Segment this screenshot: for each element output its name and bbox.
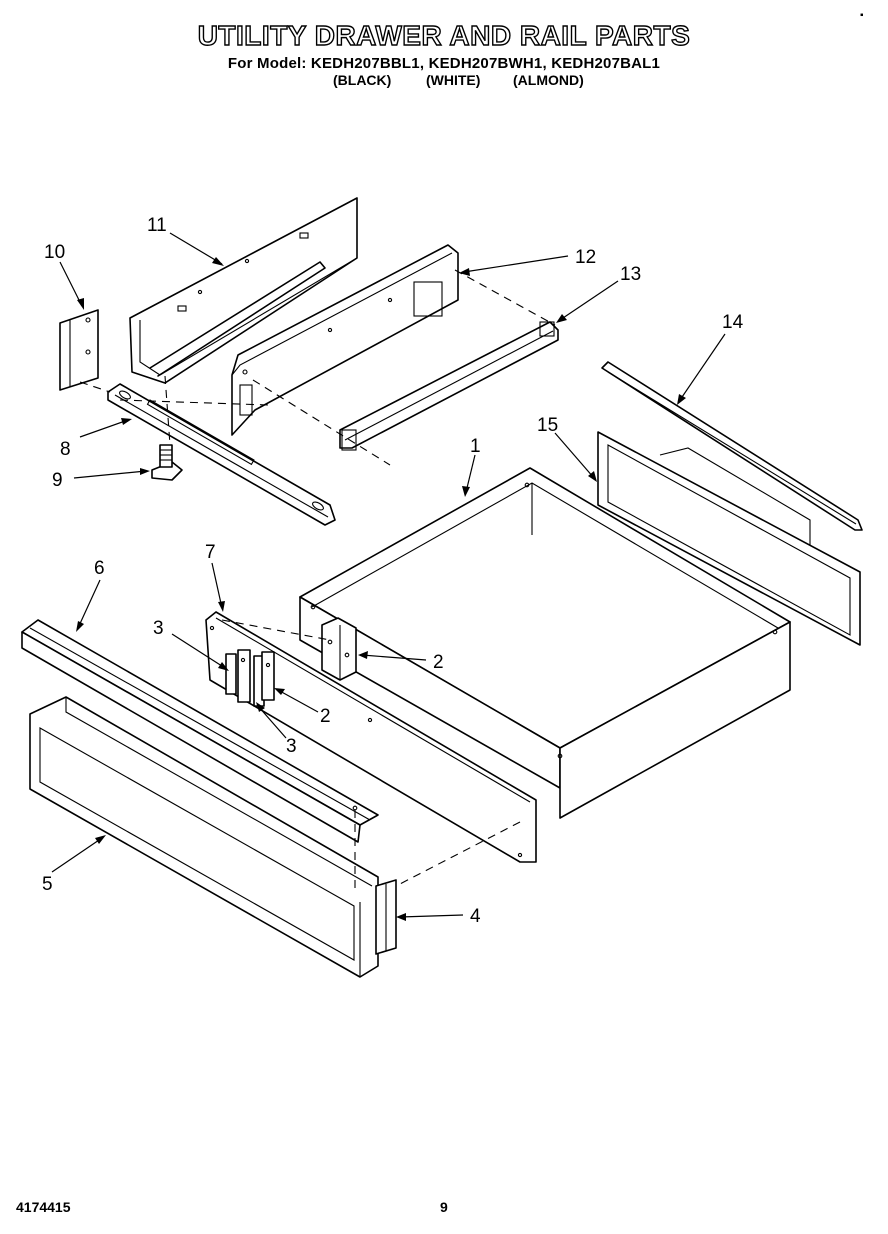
callout-13: 13: [620, 264, 641, 285]
callout-11: 11: [147, 215, 167, 236]
corner-mark: ▪: [860, 10, 864, 21]
callout-labels: 11 10 12 13 14 15 1 8 9 7 6 3 2 2 3 5 4: [42, 215, 744, 927]
part-6-handle: [21, 619, 379, 843]
document-number: 4174415: [16, 1199, 71, 1215]
callout-3-upper: 3: [153, 618, 164, 639]
callout-10: 10: [44, 242, 65, 263]
part-15-rear-panel: [597, 431, 861, 646]
part-11-rear-panel: [129, 197, 358, 384]
callout-5: 5: [42, 874, 53, 895]
color-black: (BLACK): [333, 72, 392, 88]
part-12-rail-bracket: [231, 244, 459, 436]
part-10-side-bracket: [59, 309, 99, 391]
part-4-door-insert: [375, 879, 397, 955]
callout-7: 7: [205, 542, 216, 563]
callout-9: 9: [52, 470, 63, 491]
alignment-lines: [79, 269, 556, 890]
part-7-front-panel: [205, 611, 537, 863]
page-number: 9: [440, 1199, 448, 1215]
callout-2-lower: 2: [320, 706, 331, 727]
leader-lines: [51, 232, 726, 921]
callout-14: 14: [722, 312, 744, 333]
part-1-drawer-box: [299, 467, 791, 819]
part-14-top-trim: [601, 361, 863, 531]
callout-6: 6: [94, 558, 105, 579]
model-numbers: For Model: KEDH207BBL1, KEDH207BWH1, KED…: [227, 55, 661, 72]
color-white: (WHITE): [426, 72, 481, 88]
callout-12: 12: [575, 247, 596, 268]
part-2-upper-hinge: [321, 617, 357, 681]
part-13-slide-rail: [339, 321, 559, 451]
callout-2-upper: 2: [433, 652, 444, 673]
callout-15: 15: [537, 415, 558, 436]
callout-8: 8: [60, 439, 71, 460]
page-title: UTILITY DRAWER AND RAIL PARTS: [197, 19, 691, 51]
callout-1: 1: [470, 436, 481, 457]
callout-4: 4: [470, 906, 481, 927]
callout-3-lower: 3: [286, 736, 297, 757]
color-almond: (ALMOND): [513, 72, 584, 88]
part-8-base-rail: [107, 383, 336, 526]
part-3-hinge-brackets: [225, 649, 275, 707]
part-5-door-frame: [29, 696, 379, 978]
part-9-leveling-leg: [151, 444, 183, 481]
